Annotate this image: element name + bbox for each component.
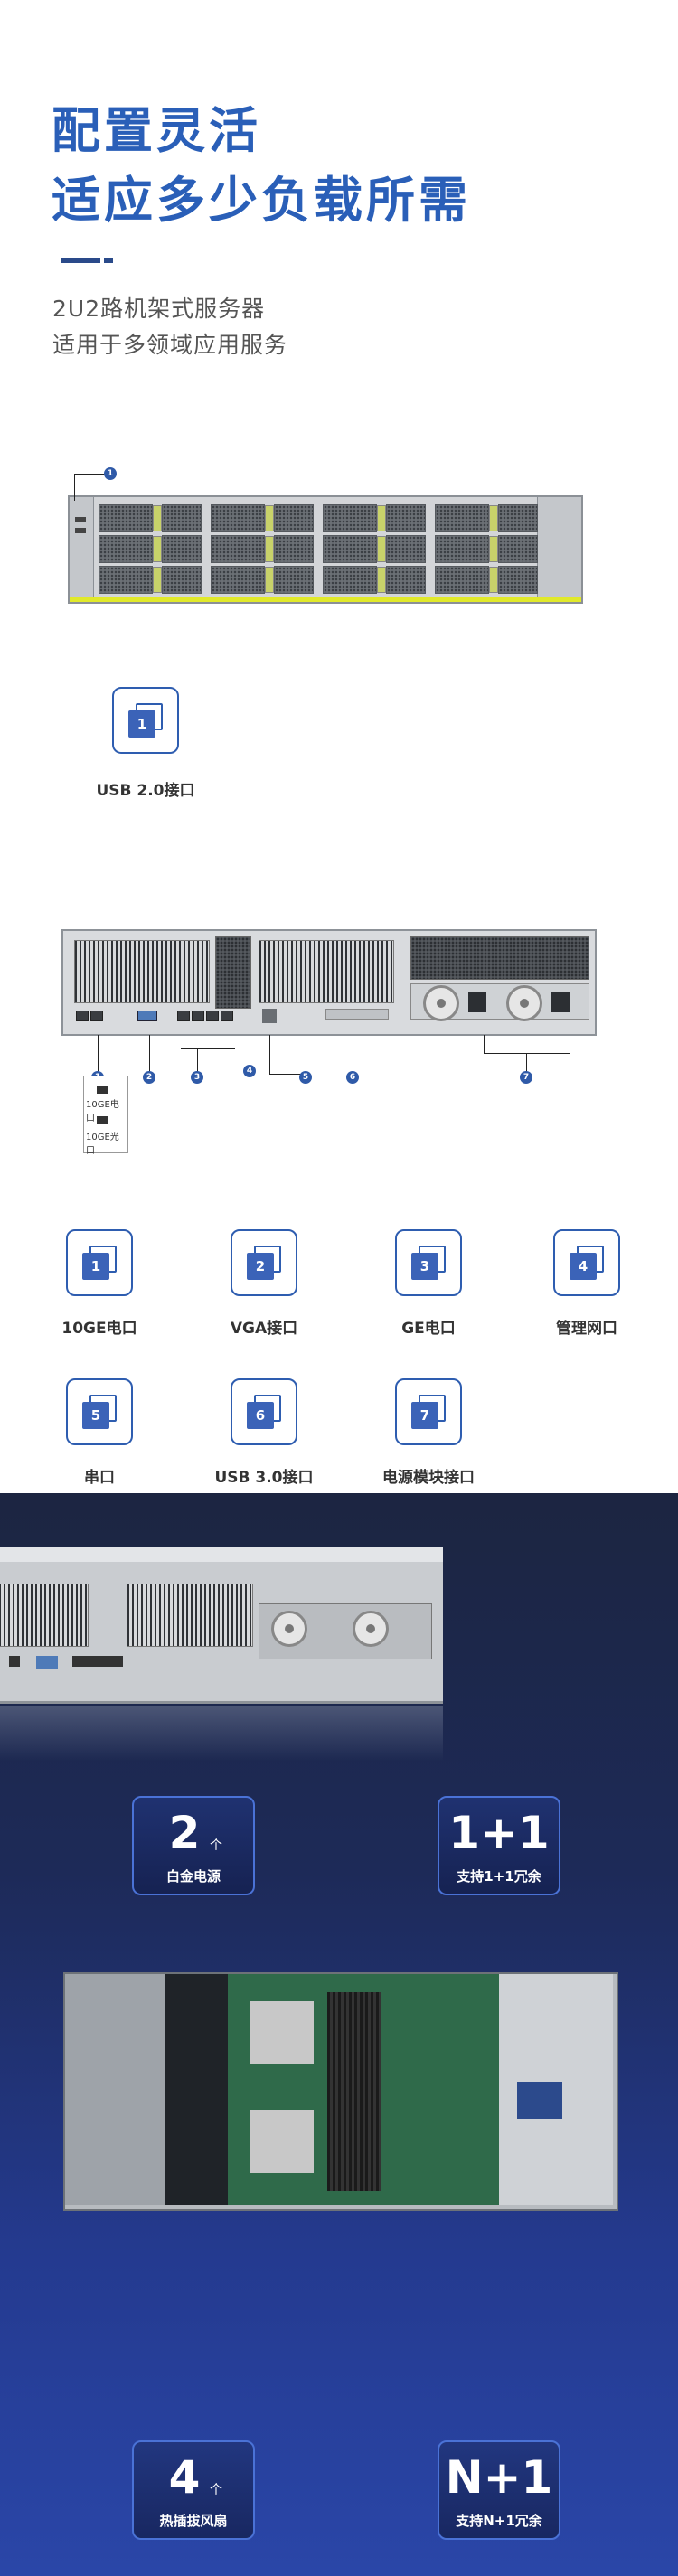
drive-bay (435, 566, 489, 594)
front-base-strip (70, 597, 581, 602)
vga-port (137, 1011, 157, 1021)
usb2-badge: 1 (112, 687, 179, 754)
serial-label: 串口 (84, 1469, 115, 1487)
server-rear-closeup (0, 1547, 443, 1704)
callout-4: 4 (243, 1065, 256, 1077)
drive-bay-handle (153, 536, 162, 562)
vga-label: VGA接口 (230, 1320, 298, 1338)
drive-bay (435, 535, 489, 563)
server-rear-panel-image (61, 929, 597, 1036)
drive-bay (323, 566, 377, 594)
drive-bay (162, 535, 202, 563)
drive-bay (211, 535, 265, 563)
drive-bay (435, 504, 489, 532)
drive-bay (274, 535, 314, 563)
drive-bay (162, 566, 202, 594)
title-line-2: 适应多少负载所需 (52, 172, 471, 229)
drive-bay (211, 566, 265, 594)
serial-badge: 5 (66, 1378, 133, 1445)
callout-3: 3 (191, 1071, 203, 1084)
vga-badge: 2 (231, 1229, 297, 1296)
fan-redundancy-box: N+1 支持N+1冗余 (438, 2440, 560, 2540)
drive-bay (386, 535, 426, 563)
drive-bay (498, 566, 538, 594)
heatsink-2 (250, 2110, 314, 2173)
drive-bay-handle (377, 567, 386, 593)
usb2-label: USB 2.0接口 (96, 782, 195, 800)
callout-6: 6 (346, 1071, 359, 1084)
drive-bay (99, 504, 153, 532)
drive-bay-handle (489, 567, 498, 593)
power-fan-section: 2 个 白金电源 1+1 支持1+1冗余 4 个 热插拔风扇 N+1 支持N+1… (0, 1493, 678, 2576)
fan-wall (165, 1974, 228, 2205)
mgmt-label: 管理网口 (556, 1320, 617, 1338)
drive-bay (323, 504, 377, 532)
subtitle-line-2: 适用于多领域应用服务 (52, 332, 288, 358)
title-underline-dot (104, 258, 113, 263)
drive-bay (274, 504, 314, 532)
drive-bay (211, 504, 265, 532)
drive-bay-handle (153, 505, 162, 531)
port-legend-box: 10GE电口 10GE光口 (83, 1076, 128, 1156)
drive-bay (274, 566, 314, 594)
heatsink-1 (250, 2001, 314, 2064)
fan-count-box: 4 个 热插拔风扇 (132, 2440, 255, 2540)
mgmt-badge: 4 (553, 1229, 620, 1296)
psu-port-label: 电源模块接口 (382, 1469, 475, 1487)
drive-bay (323, 535, 377, 563)
usb3-ports (262, 1009, 277, 1023)
drive-bay (498, 535, 538, 563)
usb3-label: USB 3.0接口 (214, 1469, 314, 1487)
drive-bay (162, 504, 202, 532)
callout-5: 5 (299, 1071, 312, 1084)
right-ear (537, 497, 581, 602)
usb-port-front (75, 517, 86, 522)
drive-bay-handle (377, 536, 386, 562)
psu-fan-2 (506, 985, 542, 1021)
callout-1-front: 1 (104, 467, 117, 480)
callout-2: 2 (143, 1071, 155, 1084)
drive-bay-handle (489, 505, 498, 531)
subtitle-line-1: 2U2路机架式服务器 (52, 296, 266, 322)
drive-bay (386, 566, 426, 594)
drive-bay-handle (377, 505, 386, 531)
psu-fan-1 (423, 985, 459, 1021)
drive-bay (99, 535, 153, 563)
usb3-badge: 6 (231, 1378, 297, 1445)
ge-badge: 3 (395, 1229, 462, 1296)
title-underline (61, 258, 100, 263)
drive-bay (386, 504, 426, 532)
psu-count-box: 2 个 白金电源 (132, 1796, 255, 1895)
drive-bay-handle (265, 536, 274, 562)
callout-7: 7 (520, 1071, 532, 1084)
drive-bay (498, 504, 538, 532)
psu-port-badge: 7 (395, 1378, 462, 1445)
ge-label: GE电口 (401, 1320, 456, 1338)
drive-bay-handle (153, 567, 162, 593)
title-line-1: 配置灵活 (52, 102, 261, 159)
drive-bay-handle (265, 505, 274, 531)
server-front-panel-image (68, 495, 583, 604)
drive-bay-handle (489, 536, 498, 562)
10ge-label: 10GE电口 (61, 1320, 137, 1338)
10ge-badge: 1 (66, 1229, 133, 1296)
drive-bay-handle (265, 567, 274, 593)
server-interior-image (63, 1972, 618, 2211)
drive-bay (99, 566, 153, 594)
redundancy-box: 1+1 支持1+1冗余 (438, 1796, 560, 1895)
left-ear (70, 497, 94, 602)
dimm-slots (327, 1992, 381, 2191)
